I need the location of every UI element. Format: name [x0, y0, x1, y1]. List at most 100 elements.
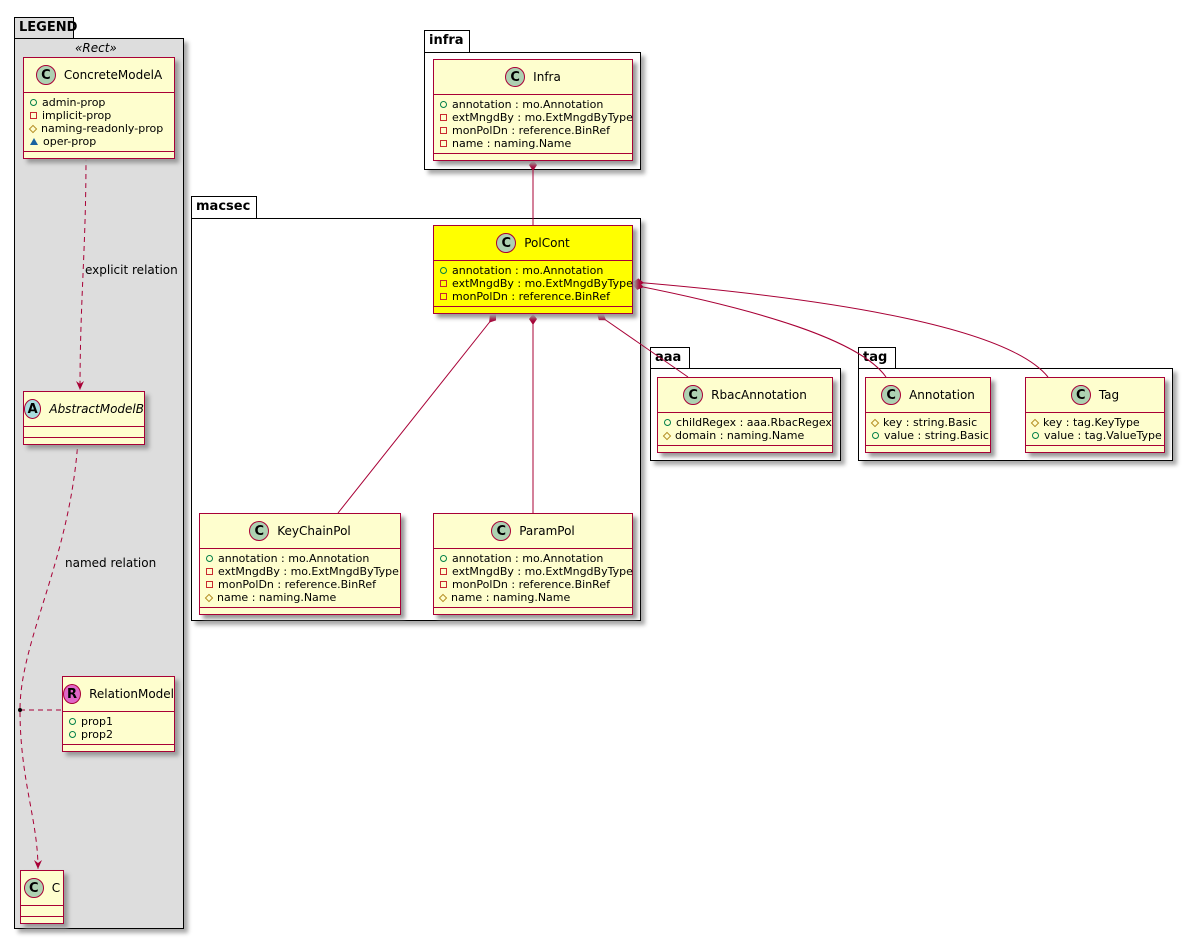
attribute: annotation : mo.Annotation [440, 264, 626, 277]
edge-concrete-abstract [76, 155, 87, 391]
class-type-c-icon: C [249, 521, 270, 541]
package-aaa [650, 368, 841, 461]
edge-abstract-c [19, 439, 79, 870]
class-type-c-icon: C [491, 521, 512, 541]
attribute-list [24, 427, 144, 438]
visibility-prot-icon [28, 124, 38, 133]
class-type-c-icon: C [496, 233, 517, 253]
visibility-pub-icon [1032, 432, 1039, 439]
package-legend [14, 38, 184, 929]
attribute-text: extMngdBy : mo.ExtMngdByType [218, 565, 399, 578]
package-macsec [191, 218, 641, 621]
class-type-c-icon: C [23, 878, 44, 898]
attribute-text: name : naming.Name [451, 591, 571, 604]
visibility-pub-icon [440, 101, 447, 108]
attribute: annotation : mo.Annotation [440, 98, 626, 111]
method-list [21, 917, 63, 923]
visibility-pub-icon [664, 419, 671, 426]
attribute: value : string.Basic [872, 429, 989, 442]
attribute-text: key : tag.KeyType [1043, 416, 1140, 429]
class-name: Infra [533, 70, 561, 84]
attribute-list [21, 906, 63, 917]
attribute: name : naming.Name [438, 591, 626, 604]
class-name: ParamPol [519, 524, 575, 538]
visibility-pub-icon [69, 718, 76, 725]
package-aaa-tab: aaa [650, 347, 690, 369]
attribute-text: annotation : mo.Annotation [452, 98, 604, 111]
class-name: RbacAnnotation [711, 388, 807, 402]
attribute-text: monPolDn : reference.BinRef [452, 124, 610, 137]
attribute: admin-prop [30, 96, 168, 109]
attribute: annotation : mo.Annotation [206, 552, 394, 565]
attribute: prop2 [69, 728, 168, 741]
attribute-text: implicit-prop [42, 109, 112, 122]
method-list [200, 608, 400, 614]
visibility-prot-icon [438, 593, 448, 602]
class-name: AbstractModelB [49, 402, 144, 416]
visibility-pub-icon [872, 432, 879, 439]
attribute-text: childRegex : aaa.RbacRegex [676, 416, 832, 429]
method-list [1026, 446, 1164, 452]
attribute-text: extMngdBy : mo.ExtMngdByType [452, 277, 633, 290]
class-header: C ParamPol [434, 514, 632, 549]
class-name: KeyChainPol [277, 524, 351, 538]
attribute-text: key : string.Basic [883, 416, 978, 429]
attribute-text: extMngdBy : mo.ExtMngdByType [452, 111, 633, 124]
class-name: Annotation [909, 388, 975, 402]
attribute-text: oper-prop [43, 135, 97, 148]
visibility-priv-icon [206, 581, 213, 588]
attribute-text: naming-readonly-prop [41, 122, 164, 135]
visibility-pub-icon [440, 267, 447, 274]
method-list [658, 446, 832, 452]
attribute: annotation : mo.Annotation [440, 552, 626, 565]
visibility-prot-icon [870, 418, 880, 427]
visibility-priv-icon [440, 127, 447, 134]
method-list [434, 307, 632, 313]
attribute: extMngdBy : mo.ExtMngdByType [440, 111, 633, 124]
attribute: extMngdBy : mo.ExtMngdByType [440, 277, 633, 290]
attribute: monPolDn : reference.BinRef [206, 578, 394, 591]
attribute-text: annotation : mo.Annotation [452, 552, 604, 565]
package-infra-tab: infra [424, 30, 470, 53]
package-macsec-tab: macsec [191, 196, 257, 219]
visibility-priv-icon [440, 140, 447, 147]
attribute: oper-prop [30, 135, 168, 148]
attribute-text: admin-prop [42, 96, 106, 109]
attribute-text: annotation : mo.Annotation [452, 264, 604, 277]
attribute-text: monPolDn : reference.BinRef [218, 578, 376, 591]
package-tag-tab: tag [858, 347, 896, 369]
attribute: monPolDn : reference.BinRef [440, 290, 626, 303]
method-list [24, 152, 174, 158]
attribute: extMngdBy : mo.ExtMngdByType [440, 565, 633, 578]
attribute: extMngdBy : mo.ExtMngdByType [206, 565, 399, 578]
class-name: ConcreteModelA [63, 68, 163, 82]
edge-polcont-rbac [596, 313, 689, 378]
attribute-text: domain : naming.Name [675, 429, 805, 442]
visibility-priv-icon [440, 568, 447, 575]
method-list [24, 438, 144, 444]
attribute-text: prop2 [81, 728, 113, 741]
class-name: RelationModel [89, 687, 174, 701]
visibility-prot-icon [1030, 418, 1040, 427]
